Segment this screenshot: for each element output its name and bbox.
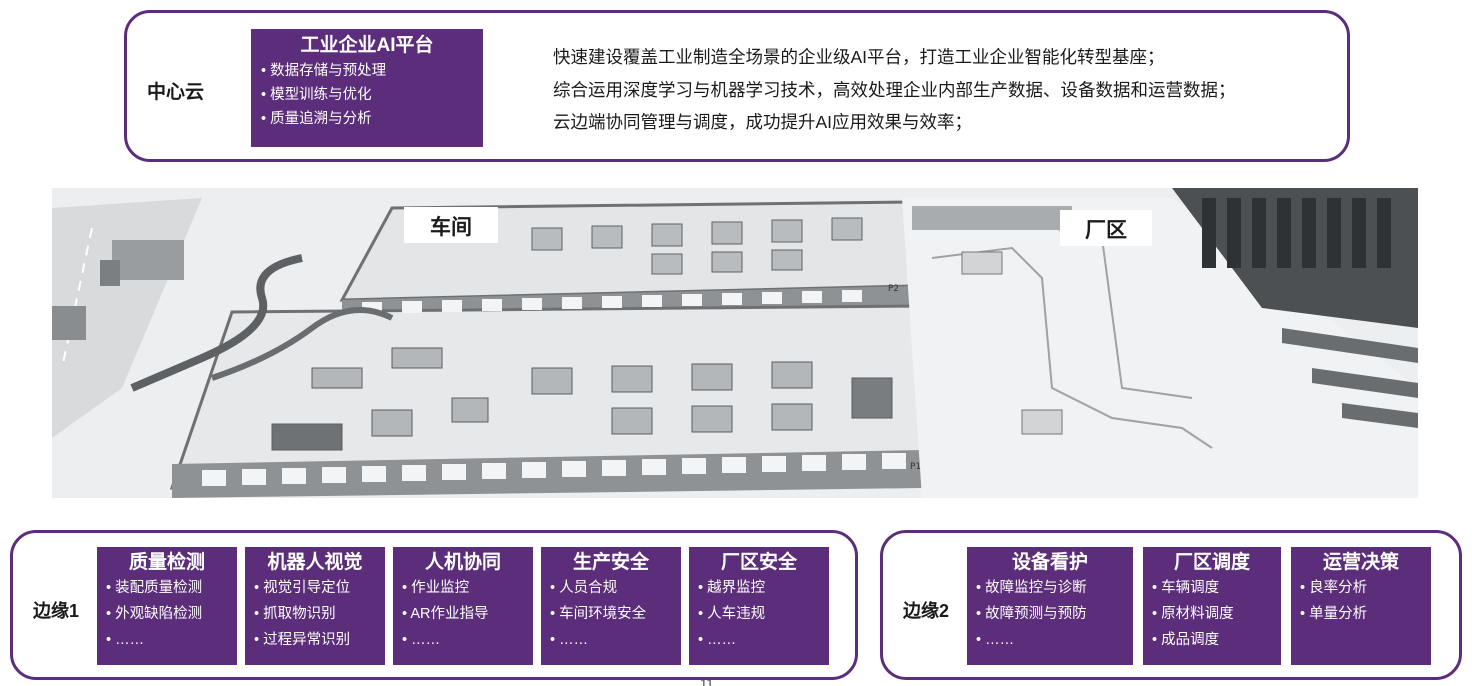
edge1-card-quality: 质量检测 装配质量检测外观缺陷检测…… — [97, 547, 237, 665]
card-item: 车辆调度 — [1152, 575, 1281, 601]
card-item: 良率分析 — [1300, 575, 1431, 601]
edge2-panel: 边缘2 设备看护 故障监控与诊断故障预测与预防…… 厂区调度 车辆调度原材料调度… — [880, 530, 1462, 680]
card-item: 抓取物识别 — [254, 601, 385, 627]
cloud-description-list: 快速建设覆盖工业制造全场景的企业级AI平台，打造工业企业智能化转型基座； 综合运… — [513, 41, 1236, 139]
ai-platform-title: 工业企业AI平台 — [300, 35, 434, 56]
card-title: 运营决策 — [1322, 552, 1399, 573]
card-item: AR作业指导 — [402, 601, 533, 627]
card-item: 故障预测与预防 — [976, 601, 1133, 627]
card-item: 外观缺陷检测 — [106, 601, 237, 627]
edge2-card-park-dispatch: 厂区调度 车辆调度原材料调度成品调度 — [1143, 547, 1281, 665]
factory-drawing — [52, 188, 1418, 498]
workshop-tag-p2: P2 — [888, 284, 899, 294]
truck-icon — [52, 240, 184, 340]
card-item: 单量分析 — [1300, 601, 1431, 627]
factory-illustration: 车间 厂区 P2 P1 — [52, 188, 1418, 498]
ai-platform-list: 数据存储与预处理 模型训练与优化 质量追溯与分析 — [251, 59, 483, 131]
card-item: …… — [976, 627, 1133, 653]
card-item: 人车违规 — [698, 601, 829, 627]
bullet-icon — [513, 41, 553, 74]
edge1-card-park-safety: 厂区安全 越界监控人车违规…… — [689, 547, 829, 665]
edge1-card-robot-vision: 机器人视觉 视觉引导定位抓取物识别过程异常识别 — [245, 547, 385, 665]
cloud-description-item: 综合运用深度学习与机器学习技术，高效处理企业内部生产数据、设备数据和运营数据； — [513, 74, 1236, 107]
ai-platform-box: 工业企业AI平台 数据存储与预处理 模型训练与优化 质量追溯与分析 — [251, 29, 483, 147]
card-title: 人机协同 — [424, 552, 501, 573]
center-cloud-label: 中心云 — [147, 82, 205, 103]
bullet-icon — [513, 106, 553, 139]
card-title: 质量检测 — [128, 552, 205, 573]
card-title: 生产安全 — [572, 552, 649, 573]
card-item: 车间环境安全 — [550, 601, 681, 627]
card-item: 视觉引导定位 — [254, 575, 385, 601]
card-item: …… — [550, 627, 681, 653]
card-item: 装配质量检测 — [106, 575, 237, 601]
ai-platform-item: 数据存储与预处理 — [261, 59, 483, 83]
cloud-description-text: 云边端协同管理与调度，成功提升AI应用效果与效率； — [553, 112, 973, 132]
cloud-description-text: 综合运用深度学习与机器学习技术，高效处理企业内部生产数据、设备数据和运营数据； — [553, 79, 1236, 100]
card-item: 原材料调度 — [1152, 601, 1281, 627]
edge2-card-equipment-care: 设备看护 故障监控与诊断故障预测与预防…… — [967, 547, 1133, 665]
workshop-tag-p1: P1 — [910, 462, 921, 472]
card-item: 作业监控 — [402, 575, 533, 601]
edge2-card-operations-decision: 运营决策 良率分析单量分析 — [1291, 547, 1431, 665]
edge1-panel: 边缘1 质量检测 装配质量检测外观缺陷检测…… 机器人视觉 视觉引导定位抓取物识… — [10, 530, 858, 680]
cloud-description-item: 云边端协同管理与调度，成功提升AI应用效果与效率； — [513, 106, 1236, 139]
card-item: …… — [402, 627, 533, 653]
center-cloud-panel: 中心云 工业企业AI平台 数据存储与预处理 模型训练与优化 质量追溯与分析 快速… — [124, 10, 1350, 162]
edge2-label: 边缘2 — [903, 601, 950, 621]
workshop-label: 车间 — [404, 207, 498, 243]
card-item: …… — [106, 627, 237, 653]
card-title: 机器人视觉 — [267, 552, 363, 573]
card-title: 厂区安全 — [720, 552, 797, 573]
card-item: 故障监控与诊断 — [976, 575, 1133, 601]
page-number: 11 — [700, 676, 714, 686]
card-title: 厂区调度 — [1173, 552, 1250, 573]
edge1-card-production-safety: 生产安全 人员合规车间环境安全…… — [541, 547, 681, 665]
edge1-card-human-machine: 人机协同 作业监控AR作业指导…… — [393, 547, 533, 665]
ai-platform-item: 模型训练与优化 — [261, 83, 483, 107]
card-title: 设备看护 — [1011, 552, 1088, 573]
edge1-label: 边缘1 — [33, 601, 80, 621]
cloud-description-text: 快速建设覆盖工业制造全场景的企业级AI平台，打造工业企业智能化转型基座； — [553, 47, 1165, 67]
card-item: …… — [698, 627, 829, 653]
card-item: 人员合规 — [550, 575, 681, 601]
card-item: 越界监控 — [698, 575, 829, 601]
bullet-icon — [513, 74, 553, 107]
ai-platform-item: 质量追溯与分析 — [261, 107, 483, 131]
cloud-description-item: 快速建设覆盖工业制造全场景的企业级AI平台，打造工业企业智能化转型基座； — [513, 41, 1236, 74]
card-item: 过程异常识别 — [254, 627, 385, 653]
park-label: 厂区 — [1060, 210, 1152, 246]
card-item: 成品调度 — [1152, 627, 1281, 653]
